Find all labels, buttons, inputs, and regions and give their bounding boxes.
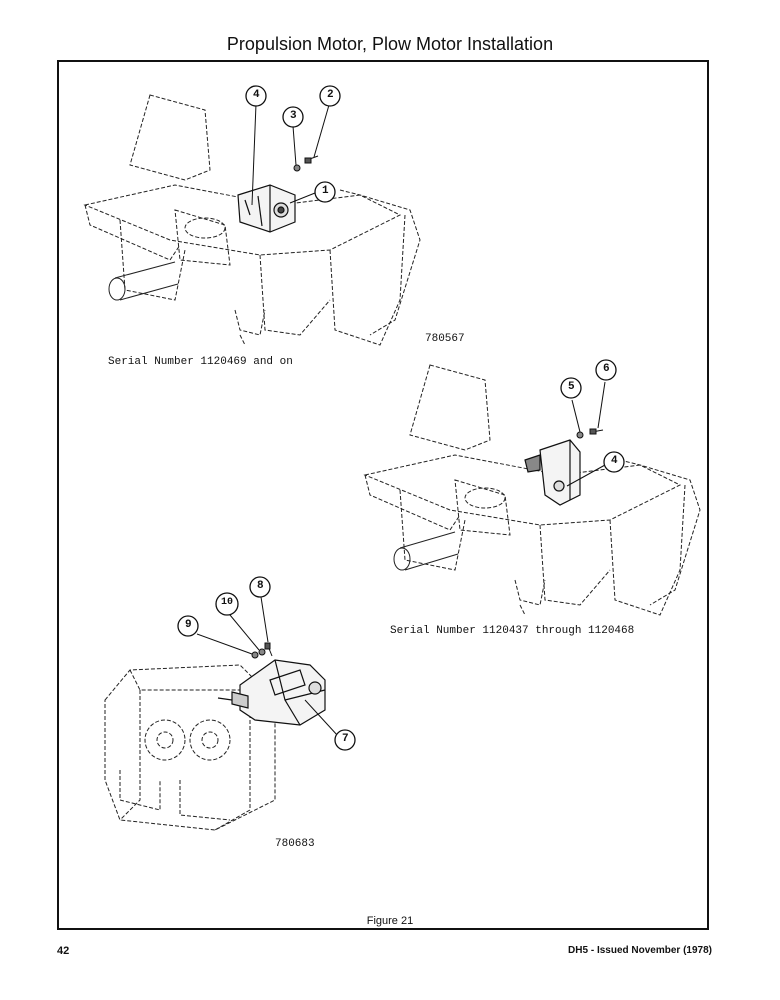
figure-caption: Figure 21 — [366, 915, 414, 927]
callout-5-label: 5 — [568, 381, 575, 393]
bottom-motor — [217, 659, 326, 726]
callout-9-label: 9 — [185, 619, 192, 631]
figure-frame — [57, 60, 709, 930]
callout-9-circle — [177, 615, 199, 637]
page-number: 42 — [57, 945, 70, 957]
callout-1-label: 1 — [322, 185, 329, 197]
callout-3-label: 3 — [290, 110, 297, 122]
callout-5-circle — [560, 377, 582, 399]
callout-7-circle — [334, 729, 356, 751]
callout-6-label: 6 — [603, 363, 610, 375]
top-frame-assembly — [83, 94, 421, 346]
top-shaft — [108, 261, 179, 301]
middle-hardware — [576, 428, 604, 439]
callout-4-middle-circle — [603, 451, 625, 473]
callout-10-label: 10 — [221, 597, 234, 608]
middle-serial-caption: Serial Number 1120437 through 1120468 — [390, 625, 635, 637]
callout-7-label: 7 — [342, 733, 349, 745]
callout-circles — [177, 85, 625, 751]
top-leaders — [251, 103, 330, 206]
callout-1-circle — [314, 181, 336, 203]
bottom-hardware — [251, 642, 273, 659]
top-drawing-number: 780567 — [425, 333, 465, 345]
top-hardware — [293, 155, 319, 172]
bottom-leaders — [196, 596, 339, 737]
bottom-drawing-number: 780683 — [275, 838, 315, 850]
page-title: Propulsion Motor, Plow Motor Installatio… — [226, 34, 554, 54]
callout-2-circle — [319, 85, 341, 107]
callout-2-label: 2 — [327, 89, 334, 101]
callout-10-circle — [215, 592, 239, 616]
callout-4-middle-label: 4 — [611, 455, 618, 467]
callout-8-label: 8 — [257, 580, 264, 592]
top-motor — [237, 184, 296, 233]
middle-frame-assembly — [363, 364, 701, 616]
callout-6-circle — [595, 359, 617, 381]
top-serial-caption: Serial Number 1120469 and on — [108, 356, 293, 368]
callout-4-top-label: 4 — [253, 89, 260, 101]
middle-leaders — [566, 381, 606, 487]
middle-motor — [524, 439, 581, 506]
issue-footer: DH5 - Issued November (1978) — [568, 945, 712, 956]
callout-3-circle — [282, 106, 304, 128]
callout-4-top-circle — [245, 85, 267, 107]
middle-shaft — [393, 531, 459, 571]
callout-8-circle — [249, 576, 271, 598]
